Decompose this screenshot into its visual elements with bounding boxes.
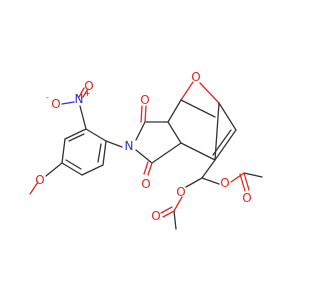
bond-ar-inner-3 [97, 143, 102, 163]
bond-ar-2 [64, 128, 87, 140]
structure-svg: O N O O N + O - O O O O O O [29, 70, 263, 230]
bond-fusion-co-bottom [151, 142, 182, 164]
bond-ar-4 [61, 162, 83, 176]
bond-alkene-2 [214, 129, 237, 161]
imide-nitrogen-label: N [125, 139, 134, 153]
bond-ar-3 [61, 138, 66, 164]
bond-alkene-1 [218, 102, 237, 131]
carbonyl-oxygen-right-label: O [242, 191, 251, 205]
bond-ome-me [29, 181, 39, 195]
bond-ar-ome [45, 162, 63, 177]
bond-o-acyl-left [173, 196, 183, 212]
imide-oxygen-bottom-label: O [141, 177, 150, 191]
bond-bh-ch [201, 159, 216, 179]
bond-ch-o-right [201, 177, 220, 185]
bond-ar-1 [85, 128, 107, 142]
bond-acyl-me-right [243, 172, 263, 178]
bond-bh-left-ring [180, 99, 216, 118]
bond-co-bottom-n [135, 149, 153, 164]
methoxy-oxygen-label: O [35, 173, 44, 187]
bond-acyl-me-left [173, 210, 177, 230]
nitro-oxygen-double-label: O [84, 79, 93, 93]
bond-nitro-o-double-2 [78, 87, 85, 98]
bond-nitro-o-single [61, 101, 75, 105]
bond-o-acyl-right [230, 172, 245, 183]
bond-ar-inner-1 [68, 133, 85, 142]
bond-ar-6 [102, 140, 107, 166]
bond-co-bottom-o-1 [147, 162, 153, 176]
nitro-nitrogen-label: N [75, 92, 84, 106]
bond-ch-o-left [185, 177, 203, 188]
bond-bh-lower-fusion [180, 142, 216, 161]
nitro-oxygen-minus-label: O [51, 97, 60, 111]
bond-co-bottom-o-2 [143, 161, 149, 175]
bond-ar-inner-2 [65, 159, 82, 170]
ester-oxygen-right-label: O [220, 176, 229, 190]
molecule-diagram: O N O O N + O - O O O O O O [29, 70, 263, 230]
bond-nitro-o-double-1 [82, 88, 89, 98]
imide-oxygen-top-label: O [140, 93, 149, 107]
carbonyl-oxygen-left-label: O [151, 209, 160, 223]
bond-ar-5 [81, 164, 104, 176]
bond-co-top-n [135, 121, 146, 141]
bond-acyl-co-left-2 [160, 206, 173, 214]
nitro-nitrogen-charge: + [84, 89, 91, 98]
bond-co-top-o-2 [140, 105, 143, 123]
bond-bridge-o-left [180, 81, 194, 101]
bond-bh-right-bhbottom [214, 102, 220, 161]
bond-bridge-o-right [199, 82, 220, 104]
bond-ar-nitro [79, 105, 87, 130]
bond-fusion [167, 121, 182, 144]
bond-acyl-co-right-1 [243, 172, 250, 191]
nitro-oxygen-charge: - [46, 93, 49, 102]
bond-bh-left-fusion-top [167, 99, 182, 123]
bond-acyl-co-right-2 [239, 173, 246, 192]
bond-acyl-co-left-1 [162, 210, 175, 218]
bond-n-aryl [105, 140, 123, 148]
bond-co-top-o-1 [144, 105, 147, 123]
ester-oxygen-left-label: O [176, 185, 185, 199]
bridge-oxygen-label: O [191, 70, 200, 84]
